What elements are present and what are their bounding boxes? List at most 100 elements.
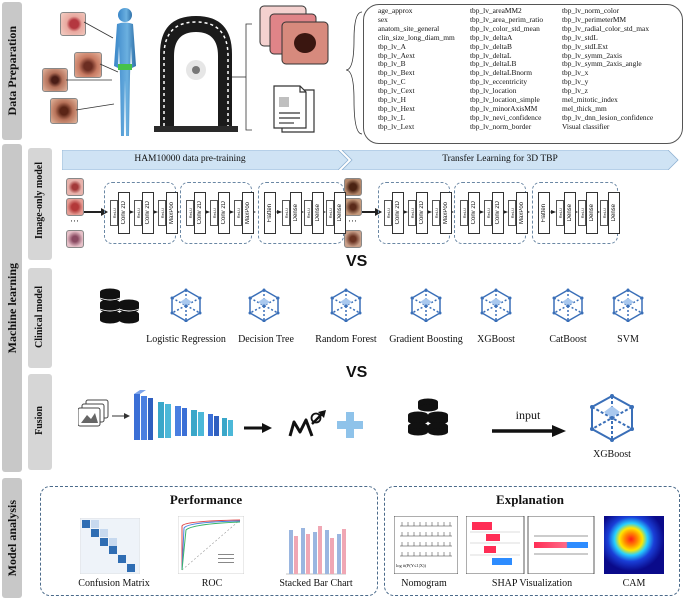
clinical-model-label: CatBoost [549,334,587,345]
feature-item: tbp_lv_norm_border [470,121,532,131]
feature-list-box [363,4,683,144]
feature-item: tbp_lv_color_std_mean [470,23,540,33]
pipeline-banner [62,150,679,170]
input-label: input [515,408,541,422]
layer-maxpool: MaxPoo [516,192,528,234]
layer-relu: ReLU [432,200,440,226]
layer-conv: Conv 2D [218,192,230,234]
lesion-image-4 [50,98,78,124]
layer-relu: ReLU [186,200,194,226]
feature-item: tbp_lv_Bext [378,68,415,78]
layer-relu: ReLU [304,200,312,226]
lesion-image-stack-icon [259,5,329,65]
explanation-panel [384,486,680,596]
layer-dense: Dense [564,192,576,234]
clinical-model-label: XGBoost [477,334,515,345]
fusion-xgboost-cube-icon [590,394,634,442]
feature-item: tbp_lv_z [562,86,588,96]
clinical-model-label: SVM [617,334,639,345]
layer-conv: Conv 2D [468,192,480,234]
explanation-title: Explanation [496,492,564,507]
nomogram-label: Nomogram [401,578,447,589]
layer-relu: ReLU [408,200,416,226]
layer-conv: Conv 2D [392,192,404,234]
sidebar-model-analysis: Model analysis [2,478,22,598]
layer-dense: Dense [334,192,346,234]
model-cube-icon [552,288,584,322]
feature-item: tbp_lv_dnn_lesion_confidence [562,112,654,122]
tbp-scanner-icon [154,16,238,132]
feature-item: tbp_lv_deltaL [470,50,512,60]
model-cube-icon [248,288,280,322]
feature-item: anatom_site_general [378,23,440,33]
feature-item: Visual classifier [562,121,610,131]
feature-item: tbp_lv_location_simple [470,95,540,105]
layer-relu: ReLU [110,200,118,226]
feature-item: tbp_lv_Lext [378,121,415,131]
layer-relu: ReLU [578,200,586,226]
model-cube-icon [480,288,512,322]
feature-item: tbp_lv_y [562,77,589,87]
layer-relu: ReLU [460,200,468,226]
feature-item: tbp_lv_C [378,77,406,87]
confusion-matrix-icon [80,518,140,574]
feature-item: tbp_lv_deltaB [470,41,512,51]
input-image-3 [66,230,84,248]
feature-item: tbp_lv_nevi_confidence [470,112,542,122]
clinical-records-icon [273,85,315,133]
feature-item: tbp_lv_Cext [378,86,415,96]
stacked-bar-chart-label: Stacked Bar Chart [279,578,353,589]
feature-item: tbp_lv_deltaLB [470,59,517,69]
layer-flatten: Flatten [538,192,550,234]
layer-relu: ReLU [158,200,166,226]
vs-label-2: VS [346,364,368,381]
layer-relu: ReLU [210,200,218,226]
pretrain-label: HAM10000 data pre-training [134,154,246,164]
input-arrow [492,425,566,437]
model-cube-icon [410,288,442,322]
layer-relu: ReLU [134,200,142,226]
subbar-image-only: Image-only model [28,148,52,260]
layer-dense: Dense [312,192,324,234]
nomogram-icon [394,516,458,574]
model-cube-icon [330,288,362,322]
database-icon [98,286,140,324]
layer-relu: ReLU [484,200,492,226]
lesion-image-1 [60,12,86,36]
feature-item: clin_size_long_diam_mm [378,32,455,42]
layer-relu: ReLU [600,200,608,226]
cam-heatmap-icon [604,516,664,574]
feature-item: tbp_lv_stdLExt [562,41,608,51]
stacked-bar-chart-icon [286,526,346,575]
layer-dense: Dense [608,192,620,234]
layer-conv: Conv 2D [492,192,504,234]
shap-visualization-label: SHAP Visualization [491,578,573,589]
feature-item: tbp_lv_B [378,59,406,69]
feature-item: sex [378,14,388,24]
feature-item: tbp_lv_stdL [562,32,598,42]
subbar-clinical: Clinical model [28,268,52,368]
roc-curve-icon [178,516,244,574]
feature-item: mel_thick_mm [562,103,607,113]
feature-item: tbp_lv_symm_2axis_angle [562,59,642,69]
layer-flatten: Flatten [264,192,276,234]
layer-relu: ReLU [282,200,290,226]
input-image-1 [66,178,84,196]
subbar-fusion: Fusion [28,374,52,470]
feature-item: tbp_lv_areaMM2 [470,6,522,15]
clinical-model-label: Logistic Regression [146,334,226,345]
feature-item: tbp_lv_deltaA [470,32,513,42]
layer-conv: Conv 2D [142,192,154,234]
input-ellipsis-right: ··· [348,216,357,226]
sidebar-data-preparation: Data Preparation [2,2,22,140]
cam-label: CAM [622,578,646,589]
feature-item: tbp_lv_A [378,41,406,51]
feature-item: age_approx [378,6,413,15]
feature-item: mel_mitotic_index [562,95,618,105]
layer-relu: ReLU [508,200,516,226]
sidebar-machine-learning: Machine learning [2,144,22,472]
input-ellipsis-left: ··· [70,216,79,226]
